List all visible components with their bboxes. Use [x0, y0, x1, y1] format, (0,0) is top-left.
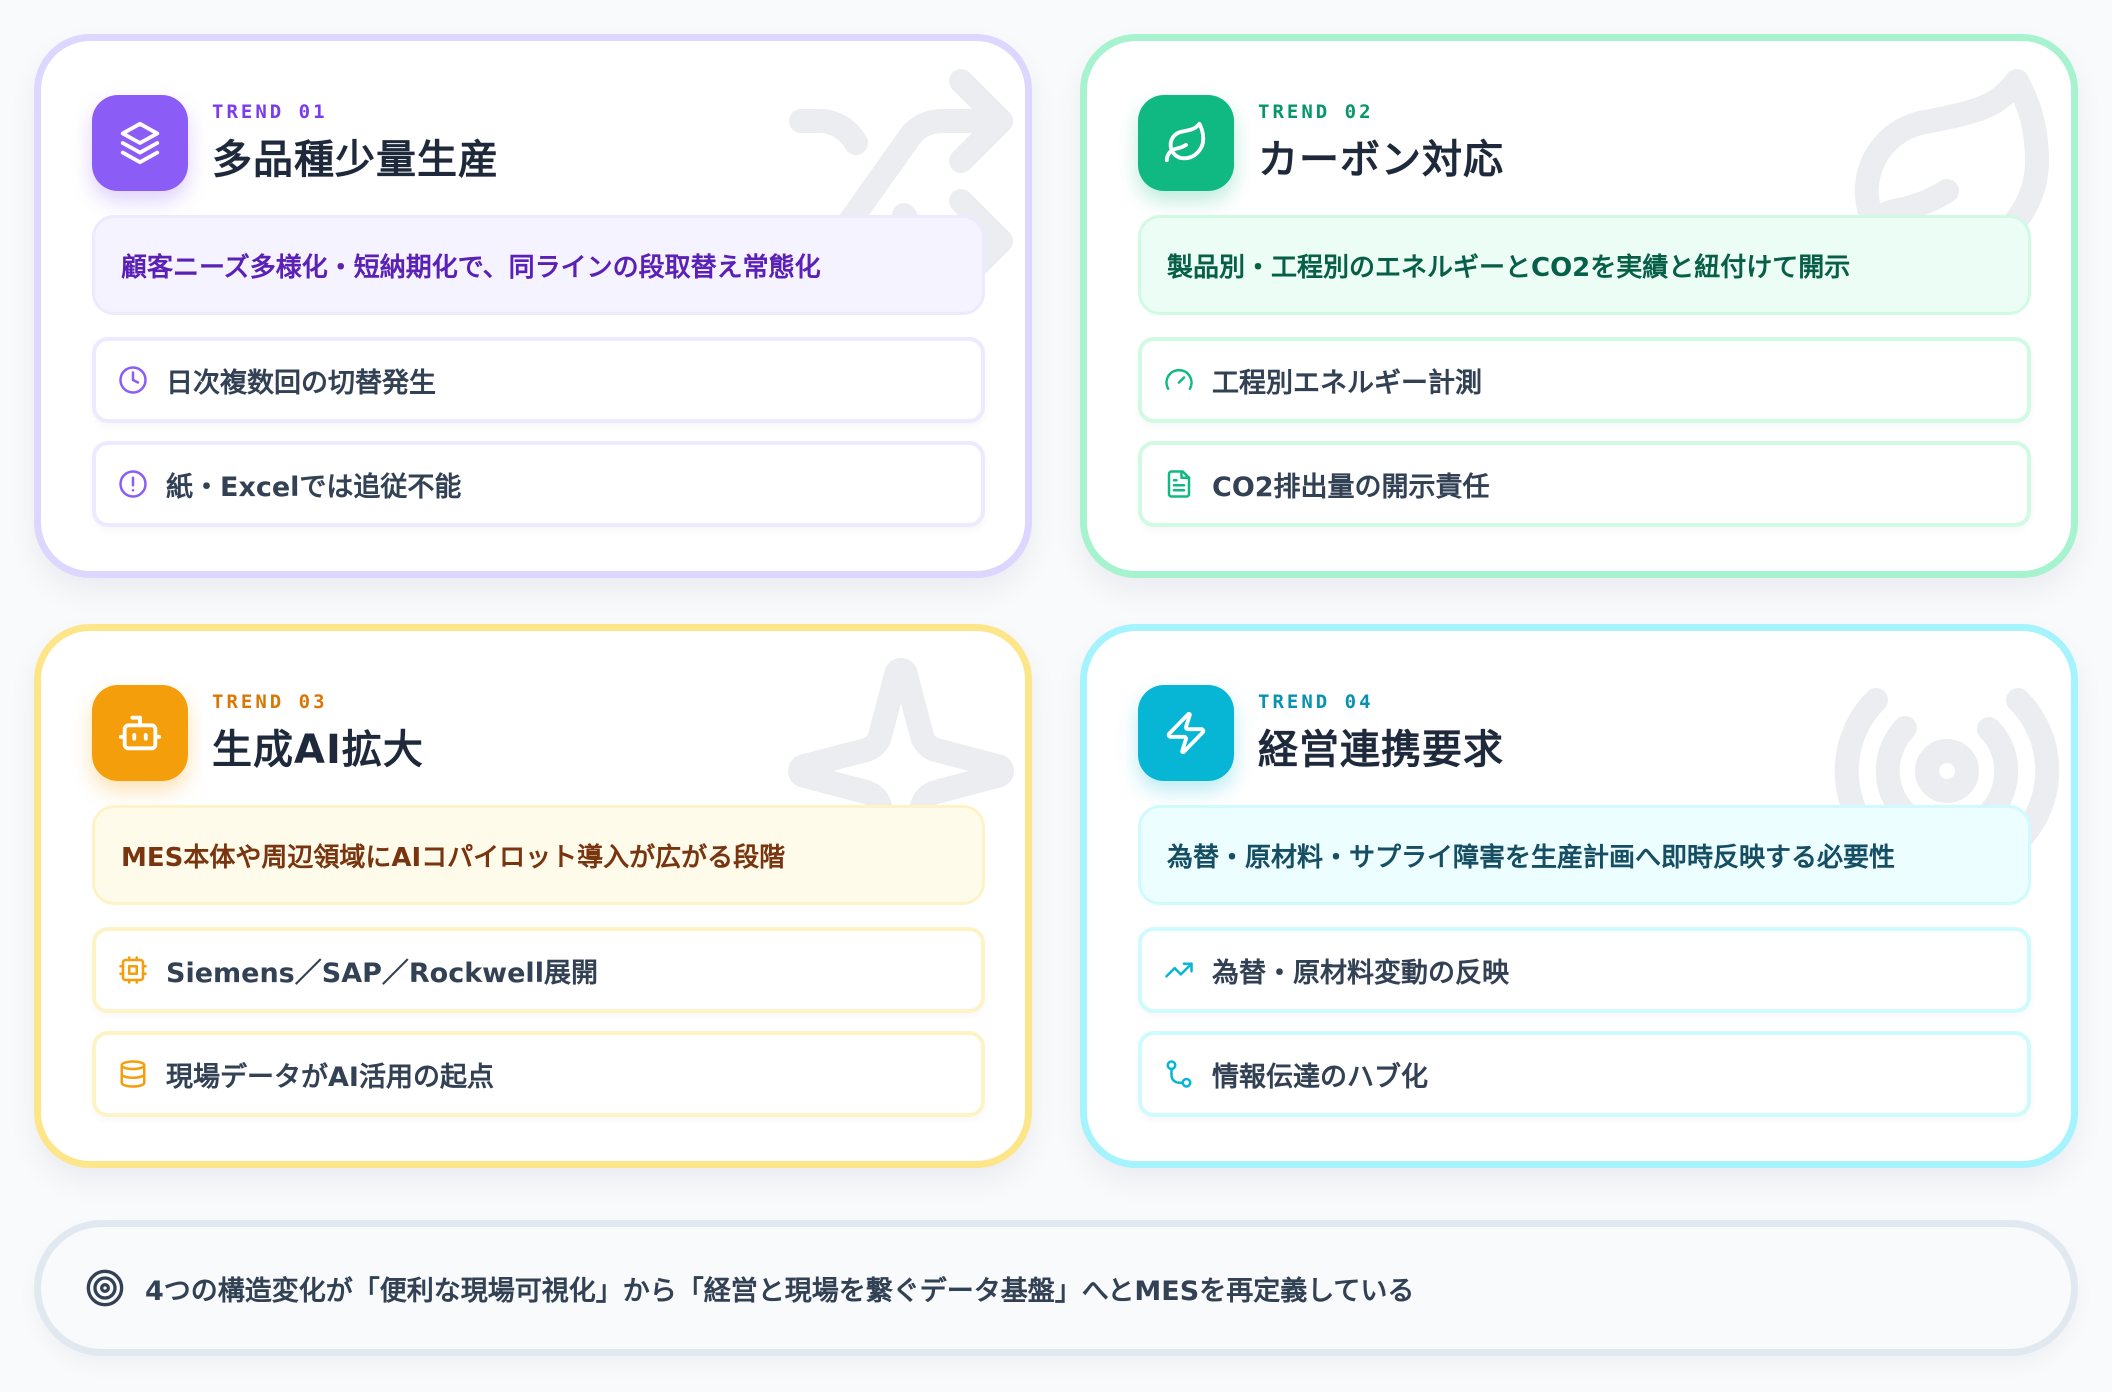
trend-summary: 顧客ニーズ多様化・短納期化で、同ラインの段取替え常態化: [92, 215, 985, 315]
trend-title: カーボン対応: [1258, 137, 1504, 183]
summary-banner: 4つの構造変化が「便利な現場可視化」から「経営と現場を繋ぐデータ基盤」へとMES…: [34, 1220, 2078, 1356]
trend-label: TREND 04: [1258, 691, 1374, 713]
trend-point: 工程別エネルギー計測: [1138, 337, 2031, 423]
trend-header: TREND 03 生成AI拡大: [92, 685, 424, 781]
trend-header: TREND 04 経営連携要求: [1138, 685, 1504, 781]
trend-point-text: CO2排出量の開示責任: [1212, 471, 1490, 503]
target-icon: [86, 1269, 124, 1307]
trend-card-02: TREND 02 カーボン対応 製品別・工程別のエネルギーとCO2を実績と紐付け…: [1080, 34, 2078, 578]
trend-title: 多品種少量生産: [212, 137, 499, 183]
gauge-icon: [1165, 368, 1193, 390]
cpu-icon: [119, 956, 147, 984]
trend-label: TREND 03: [212, 691, 328, 713]
clock-icon: [119, 366, 147, 394]
trend-point-text: 現場データがAI活用の起点: [166, 1061, 494, 1093]
trend-card-03: TREND 03 生成AI拡大 MES本体や周辺領域にAIコパイロット導入が広が…: [34, 624, 1032, 1168]
trend-point-text: Siemens／SAP／Rockwell展開: [166, 957, 598, 989]
trend-point-text: 紙・Excelでは追従不能: [166, 471, 462, 503]
layers-icon: [92, 95, 188, 191]
trend-summary: 為替・原材料・サプライ障害を生産計画へ即時反映する必要性: [1138, 805, 2031, 905]
trend-point-text: 為替・原材料変動の反映: [1212, 957, 1509, 989]
trend-point: CO2排出量の開示責任: [1138, 441, 2031, 527]
trend-grid: TREND 01 多品種少量生産 顧客ニーズ多様化・短納期化で、同ラインの段取替…: [34, 34, 2078, 1168]
database-icon: [120, 1060, 146, 1088]
trend-point-text: 工程別エネルギー計測: [1212, 367, 1482, 399]
trend-point: 為替・原材料変動の反映: [1138, 927, 2031, 1013]
trend-summary: MES本体や周辺領域にAIコパイロット導入が広がる段階: [92, 805, 985, 905]
route-icon: [1166, 1060, 1192, 1088]
trend-point-text: 情報伝達のハブ化: [1212, 1061, 1428, 1093]
trending-up-icon: [1165, 962, 1193, 978]
trend-point: 日次複数回の切替発生: [92, 337, 985, 423]
file-text-icon: [1167, 470, 1191, 498]
trend-point: 紙・Excelでは追従不能: [92, 441, 985, 527]
trend-summary: 製品別・工程別のエネルギーとCO2を実績と紐付けて開示: [1138, 215, 2031, 315]
trend-header: TREND 02 カーボン対応: [1138, 95, 1504, 191]
banner-text: 4つの構造変化が「便利な現場可視化」から「経営と現場を繋ぐデータ基盤」へとMES…: [145, 1275, 1415, 1307]
trend-card-04: TREND 04 経営連携要求 為替・原材料・サプライ障害を生産計画へ即時反映す…: [1080, 624, 2078, 1168]
trend-point: 現場データがAI活用の起点: [92, 1031, 985, 1117]
trend-card-01: TREND 01 多品種少量生産 顧客ニーズ多様化・短納期化で、同ラインの段取替…: [34, 34, 1032, 578]
trend-title: 経営連携要求: [1258, 727, 1504, 773]
leaf-icon: [1138, 95, 1234, 191]
trend-point: Siemens／SAP／Rockwell展開: [92, 927, 985, 1013]
zap-icon: [1138, 685, 1234, 781]
trend-label: TREND 01: [212, 101, 328, 123]
trend-point: 情報伝達のハブ化: [1138, 1031, 2031, 1117]
trend-label: TREND 02: [1258, 101, 1374, 123]
alert-circle-icon: [119, 470, 147, 498]
trend-header: TREND 01 多品種少量生産: [92, 95, 499, 191]
trend-point-text: 日次複数回の切替発生: [166, 367, 436, 399]
bot-icon: [92, 685, 188, 781]
trend-title: 生成AI拡大: [212, 727, 424, 773]
